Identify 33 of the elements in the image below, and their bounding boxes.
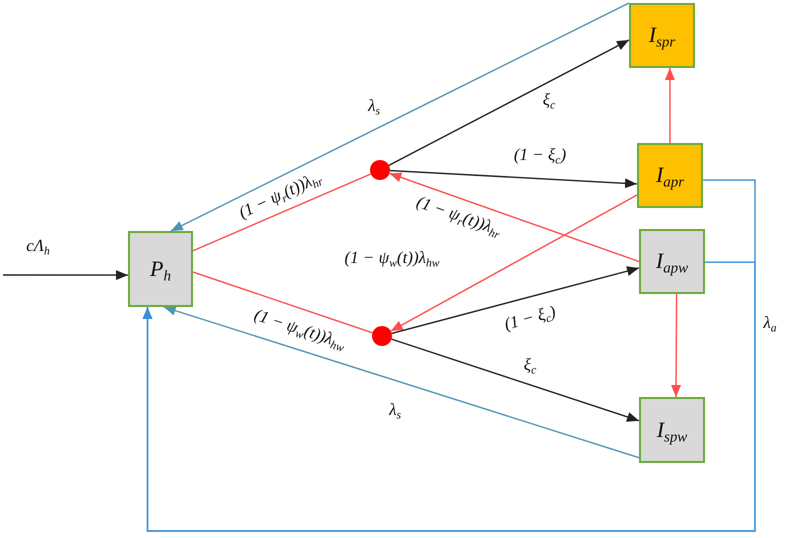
- arrow: [388, 39, 630, 166]
- compartment-box: [637, 143, 703, 208]
- junction-dot: [370, 160, 390, 180]
- edge-label: ξ$_{c}$: [540, 90, 558, 110]
- edge-label: λ$_{s}$: [387, 400, 403, 420]
- compartment-box: [639, 229, 705, 294]
- arrow: [391, 266, 640, 334]
- edge-label: (1 − ψ$_{w}$(t))λ$_{hw}$: [342, 248, 442, 268]
- arrow: [664, 68, 675, 143]
- edge-label: λ$_{a}$: [761, 313, 779, 333]
- compartment-box: [629, 3, 695, 68]
- arrow: [3, 270, 128, 280]
- edge-label: ξ$_{c}$: [522, 355, 538, 375]
- compartment-label: I$_{apw}$: [656, 249, 688, 274]
- edge-label: (1 − ξ$_{c}$): [512, 145, 568, 165]
- edge-label: λ$_{s}$: [366, 96, 382, 116]
- connector-line: [192, 271, 373, 334]
- arrow: [170, 2, 630, 232]
- compartment-label: I$_{apr}$: [656, 163, 684, 188]
- arrow: [671, 294, 682, 397]
- junction-dot: [372, 326, 392, 346]
- compartment-label: I$_{spw}$: [656, 418, 688, 442]
- arrow: [164, 306, 640, 458]
- compartment-label: P$_{h}$: [150, 256, 171, 282]
- arrow: [389, 172, 640, 262]
- arrow: [390, 170, 638, 188]
- compartment-box: [639, 397, 705, 463]
- compartment-box: [128, 231, 193, 307]
- connector-line: [192, 173, 372, 252]
- arrow: [142, 261, 756, 532]
- arrow: [390, 194, 638, 332]
- arrow: [391, 338, 640, 422]
- compartment-label: I$_{spr}$: [648, 23, 676, 48]
